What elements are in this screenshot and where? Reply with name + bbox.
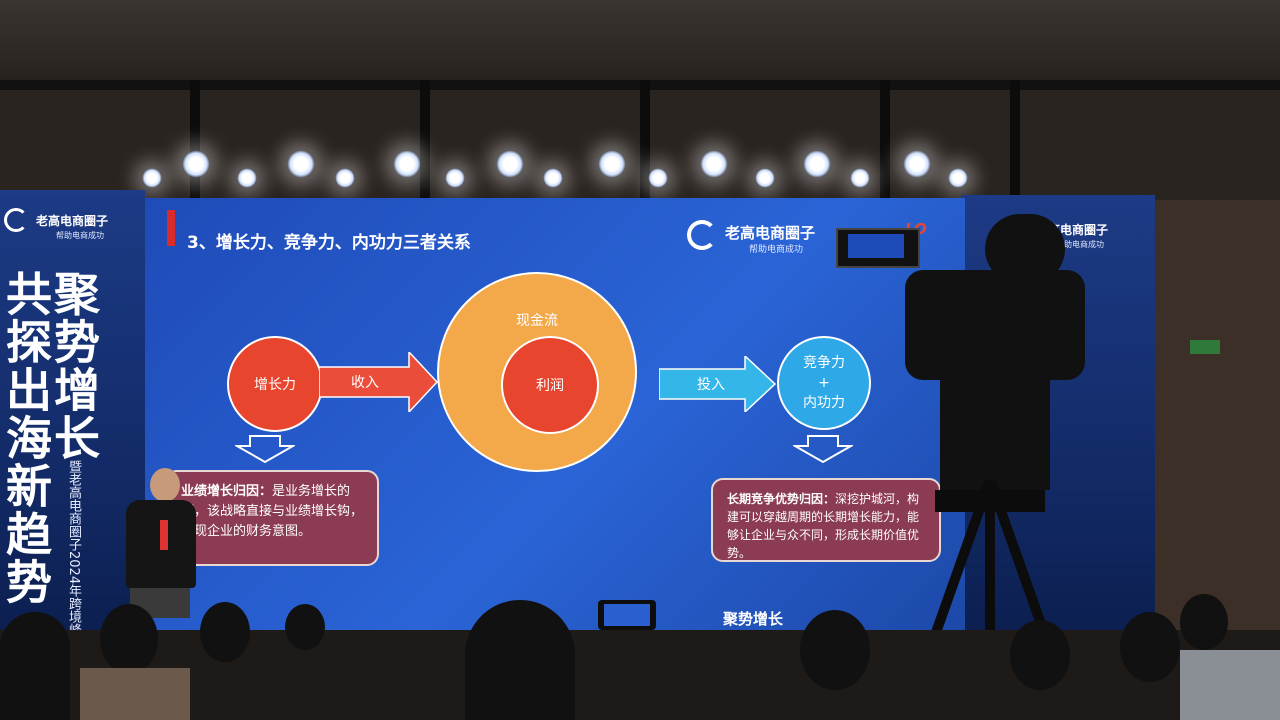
- presentation-screen: 3、增长力、竞争力、内功力三者关系 老高电商圈子 帮助电商成功 LO 增长力 收…: [145, 198, 965, 660]
- audience-member-body: [80, 668, 190, 720]
- stage-light-icon: [755, 168, 775, 188]
- stage-light-icon: [948, 168, 968, 188]
- stage-light-icon: [182, 150, 210, 178]
- stage-light-icon: [237, 168, 257, 188]
- audience-member-body: [1180, 650, 1280, 720]
- invest-arrow-label: 投入: [697, 377, 725, 393]
- slide-footer: 聚势增长: [723, 610, 784, 628]
- banner-logo-name: 老高电商圈子: [36, 214, 109, 228]
- plus-label: +: [818, 375, 830, 391]
- left-event-banner: 老高电商圈子 帮助电商成功 聚势增长 共探出海新趋势 暨老高电商圈子2024年跨…: [0, 190, 145, 660]
- audience-member: [465, 600, 575, 720]
- internal-label: 内功力: [803, 395, 845, 411]
- camera-microphone: [985, 214, 1065, 284]
- stage-light-icon: [803, 150, 831, 178]
- stage-light-icon: [142, 168, 162, 188]
- stage-light-icon: [335, 168, 355, 188]
- audience-member: [285, 604, 325, 650]
- growth-attribution-box: 业绩增长归因：是业务增长的源，该战略直接与业绩增长钩，体现企业的财务意图。: [165, 470, 379, 566]
- growth-circle: 增长力: [227, 336, 323, 432]
- revenue-arrow-label: 收入: [351, 375, 379, 391]
- camera-monitor-screen: [848, 234, 904, 258]
- audience-member: [0, 612, 70, 720]
- competitive-attribution-lead: 长期竞争优势归因：: [727, 492, 836, 506]
- banner-headline-2: 聚势增长: [47, 270, 101, 462]
- speaker-head: [150, 468, 180, 502]
- logo-icon: [4, 208, 28, 232]
- logo-icon: [687, 220, 717, 250]
- audience-member: [1010, 620, 1070, 690]
- audience-member: [800, 610, 870, 690]
- competitiveness-label: 竞争力: [803, 355, 845, 371]
- competitiveness-circle: 竞争力 + 内功力: [777, 336, 871, 430]
- stage-light-icon: [903, 150, 931, 178]
- growth-label: 增长力: [254, 377, 296, 393]
- audience-member: [100, 604, 158, 674]
- video-camera: [905, 270, 1085, 380]
- truss-pillar: [880, 80, 890, 200]
- ceiling: [0, 0, 1280, 90]
- competitive-attribution-box: 长期竞争优势归因：深挖护城河，构建可以穿越周期的长期增长能力，能够让企业与众不同…: [711, 478, 941, 562]
- stage-light-icon: [393, 150, 421, 178]
- banner-subtitle: 暨老高电商圈子2024年跨境峰会: [66, 460, 81, 650]
- slide-logo-name: 老高电商圈子: [725, 224, 816, 242]
- audience-member: [1180, 594, 1228, 650]
- stage-light-icon: [598, 150, 626, 178]
- growth-attribution-lead: 业绩增长归因：: [181, 484, 273, 499]
- slide-logo-tagline: 帮助电商成功: [749, 245, 804, 255]
- exit-sign: [1190, 340, 1220, 354]
- stage-light-icon: [445, 168, 465, 188]
- revenue-arrow-icon: [319, 352, 439, 412]
- lanyard-badge: [160, 520, 168, 550]
- stage-light-icon: [543, 168, 563, 188]
- truss-pillar: [420, 80, 430, 200]
- audience-member: [1120, 612, 1180, 682]
- profit-circle: 利润: [501, 336, 599, 434]
- title-accent-bar: [167, 210, 175, 246]
- stage-light-icon: [850, 168, 870, 188]
- down-arrow-icon: [793, 435, 853, 464]
- competitive-attribution-text: 深挖护城河，构建可以穿越周期的长期增长能力，能够让企业与众不同，形成长期价值优势…: [727, 492, 920, 560]
- audience-area: [0, 630, 1280, 720]
- slide-title: 3、增长力、竞争力、内功力三者关系: [187, 233, 471, 253]
- banner-logo-tagline: 帮助电商成功: [1056, 240, 1104, 249]
- truss-pillar: [190, 80, 200, 200]
- phone-screen: [604, 604, 650, 626]
- down-arrow-icon: [235, 435, 295, 464]
- stage-light-icon: [496, 150, 524, 178]
- banner-headline-1: 共探出海新趋势: [0, 270, 53, 606]
- cashflow-label: 现金流: [516, 313, 558, 329]
- audience-member: [200, 602, 250, 662]
- camera-head-mount: [940, 370, 1050, 490]
- truss-pillar: [640, 80, 650, 200]
- growth-attribution-text: 是业务增长的源，该战略直接与业绩增长钩，体现企业的财务意图。: [181, 484, 364, 539]
- stage-light-icon: [287, 150, 315, 178]
- stage-light-icon: [700, 150, 728, 178]
- truss-pillar: [1010, 80, 1020, 200]
- invest-arrow-icon: [659, 356, 777, 412]
- profit-label: 利润: [536, 378, 564, 394]
- banner-logo-tagline: 帮助电商成功: [56, 231, 104, 240]
- stage-light-icon: [648, 168, 668, 188]
